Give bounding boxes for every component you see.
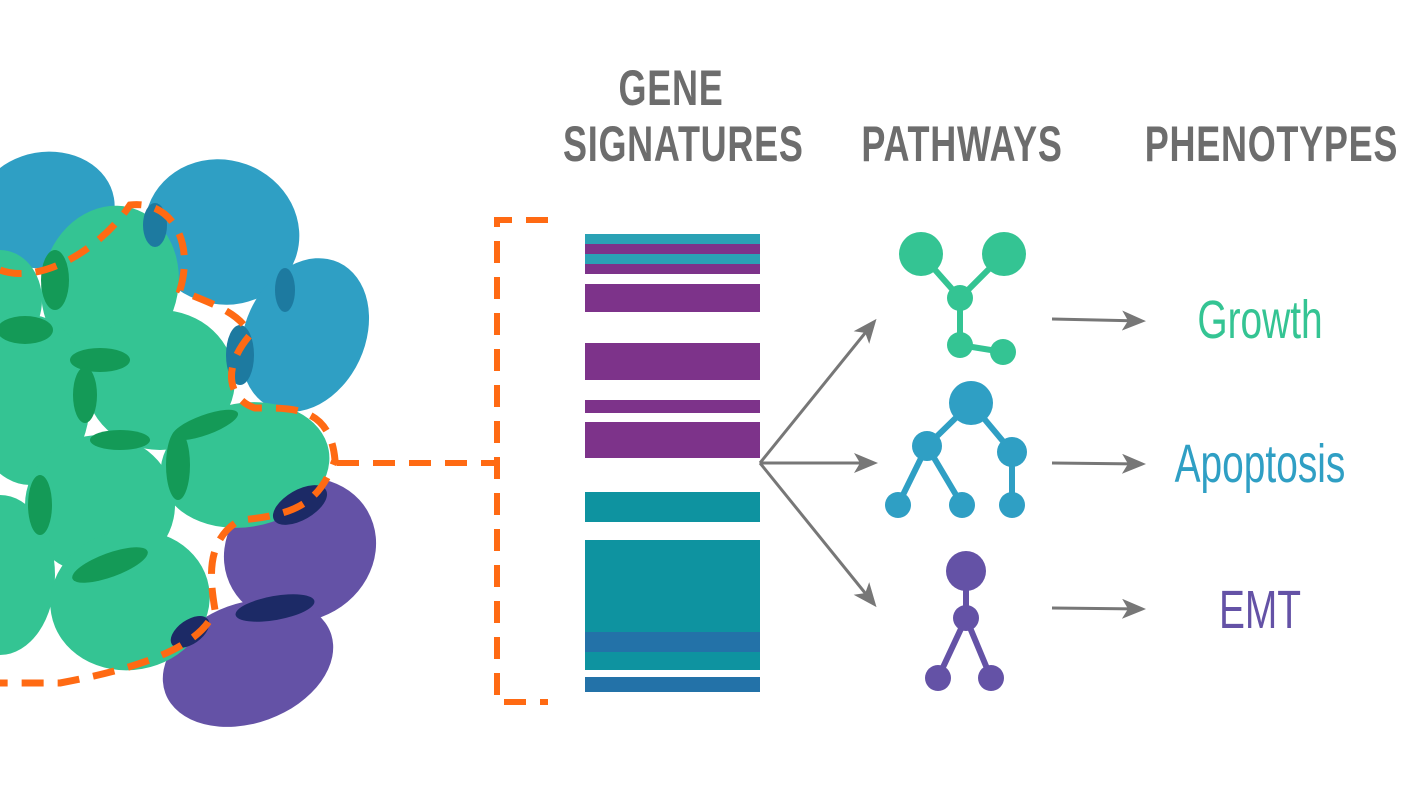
barcode-stripe xyxy=(585,234,760,244)
arrow-to-growth xyxy=(1051,310,1146,331)
phenotype-label-emt: EMT xyxy=(1218,580,1302,640)
phenotype-arrows xyxy=(1051,310,1146,619)
barcode-stripe xyxy=(585,492,760,522)
pathway-arrows xyxy=(758,318,878,608)
barcode-stripe xyxy=(585,422,760,458)
phenotype-label-apoptosis: Apoptosis xyxy=(1174,434,1346,494)
barcode-stripe xyxy=(585,284,760,312)
phenotype-label-growth: Growth xyxy=(1197,290,1323,350)
barcode-stripe xyxy=(585,254,760,264)
arrow-to-pathway-3 xyxy=(758,462,877,608)
arrow-to-emt xyxy=(1051,598,1146,619)
arrow-to-pathway-1 xyxy=(758,318,877,464)
pathway-tree-icon-apoptosis xyxy=(885,381,1027,518)
header-pathways: PATHWAYS xyxy=(861,116,1063,172)
barcode-stripe xyxy=(585,652,760,670)
bracket-outline xyxy=(494,217,548,705)
selection-dashed-outline xyxy=(0,201,339,687)
barcode-stripe xyxy=(585,400,760,413)
blue-cells xyxy=(0,151,370,412)
pathway-tree-icon-emt xyxy=(925,551,1004,691)
barcode-stripe xyxy=(585,540,760,632)
arrow-to-apoptosis xyxy=(1051,453,1146,474)
header-gene-line1: GENE xyxy=(618,60,724,116)
gene-signature-bracket xyxy=(337,217,548,705)
header-gene-line2: SIGNATURES xyxy=(563,116,804,172)
pathway-tree-icon-growth xyxy=(899,232,1026,365)
gene-signature-barcode xyxy=(585,234,760,692)
barcode-stripe xyxy=(585,677,760,692)
barcode-stripe xyxy=(585,244,760,254)
cell-overlaps xyxy=(0,250,239,583)
barcode-stripe xyxy=(585,632,760,652)
barcode-stripe xyxy=(585,264,760,274)
header-phenotypes: PHENOTYPES xyxy=(1144,116,1399,172)
barcode-stripe xyxy=(585,343,760,380)
tumor-cell-cluster xyxy=(0,151,377,727)
